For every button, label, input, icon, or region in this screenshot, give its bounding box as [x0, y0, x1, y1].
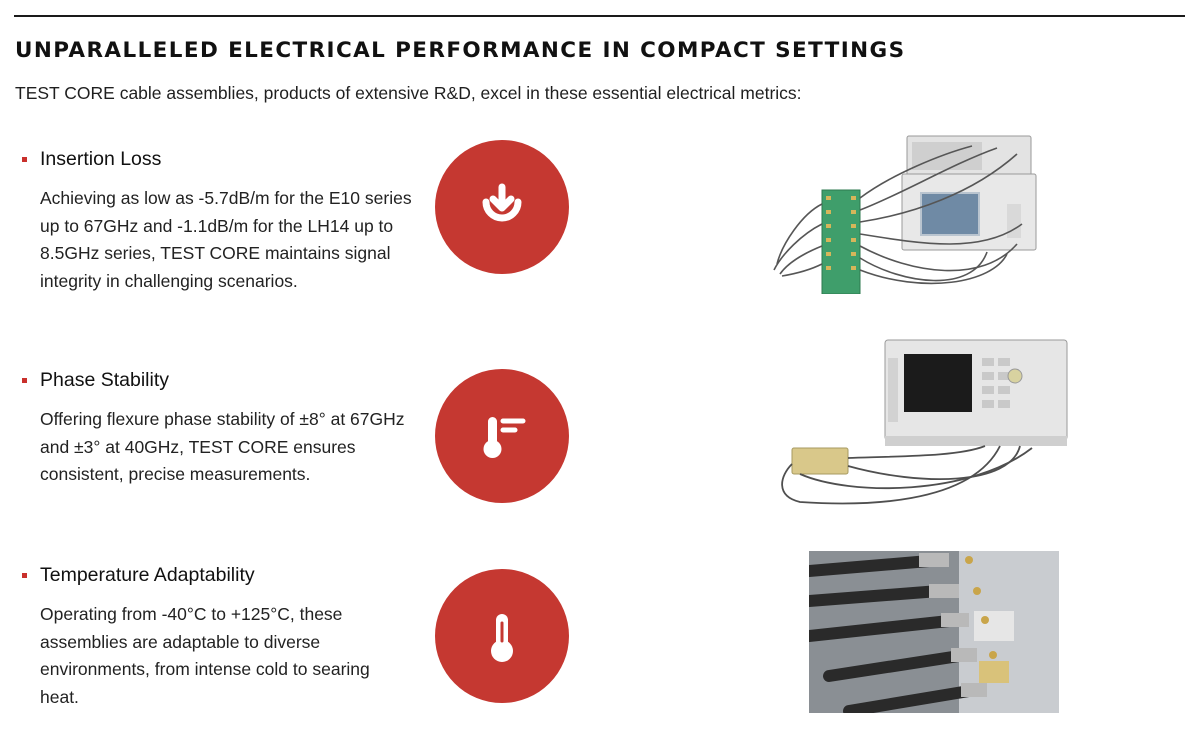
thermometer-levels-icon [435, 369, 569, 503]
network-analyzer-photo [781, 339, 1068, 505]
top-divider [14, 15, 1185, 17]
intro-text: TEST CORE cable assemblies, products of … [15, 83, 802, 103]
feature-heading: Phase Stability [22, 369, 169, 392]
feature-title: Phase Stability [40, 369, 169, 391]
bullet-icon [22, 378, 27, 383]
page-title: UNPARALLELED ELECTRICAL PERFORMANCE IN C… [15, 38, 906, 63]
feature-heading: Temperature Adaptability [22, 564, 255, 587]
feature-description: Offering flexure phase stability of ±8° … [40, 409, 405, 484]
feature-description: Operating from -40°C to +125°C, these as… [40, 604, 370, 707]
bullet-icon [22, 573, 27, 578]
cable-assembly-photo [773, 135, 1037, 294]
download-arrow-icon [435, 140, 569, 274]
feature-heading: Insertion Loss [22, 148, 161, 171]
connector-closeup-photo [809, 551, 1059, 713]
feature-title: Insertion Loss [40, 148, 162, 170]
feature-title: Temperature Adaptability [40, 564, 255, 586]
feature-description: Achieving as low as -5.7dB/m for the E10… [40, 188, 412, 291]
bullet-icon [22, 157, 27, 162]
thermometer-icon [435, 569, 569, 703]
